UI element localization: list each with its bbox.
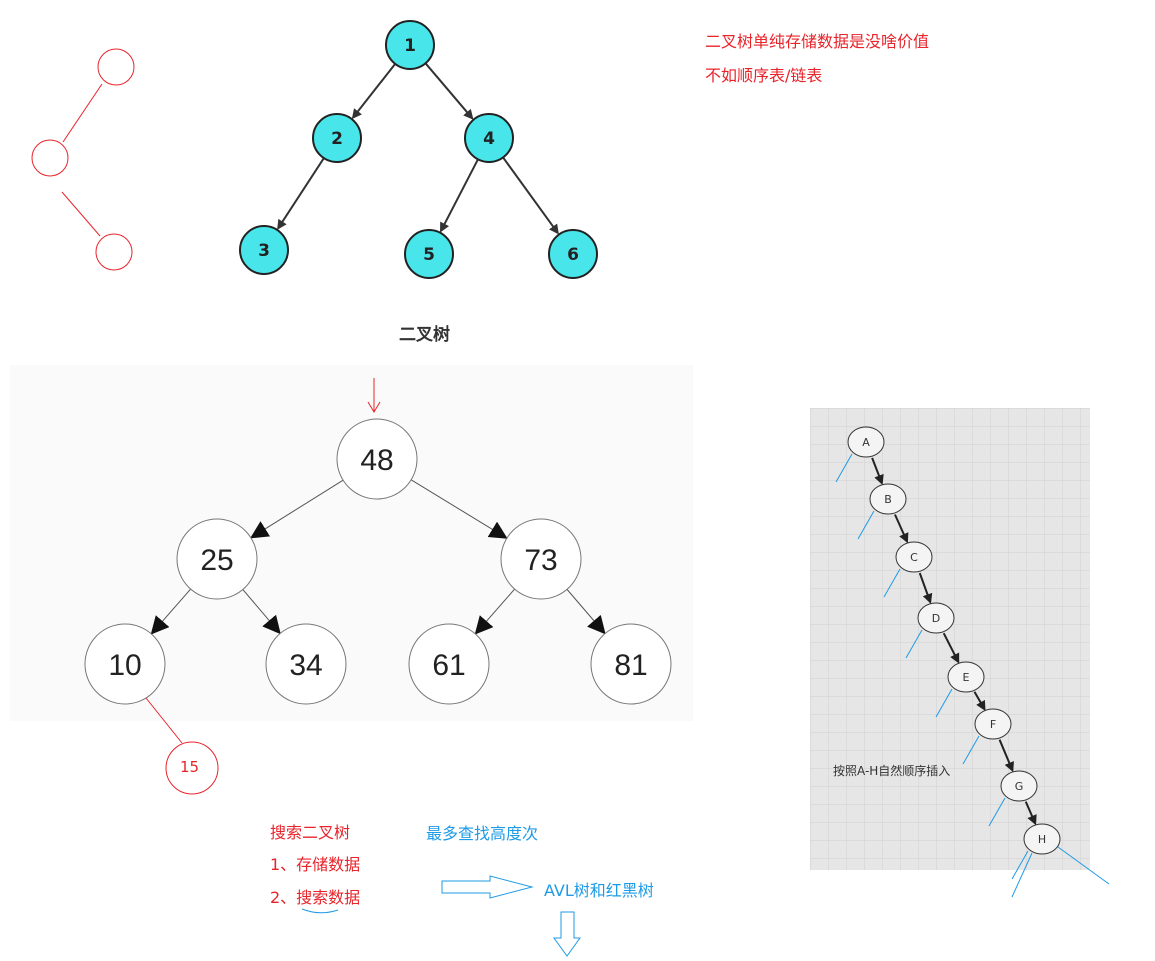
bst-edge (474, 588, 516, 635)
bst-edge (566, 589, 606, 635)
bst-node: 34 (265, 623, 347, 705)
down-arrow-outline (553, 911, 581, 957)
tree-node: 2 (312, 113, 362, 163)
bst-node: 73 (500, 518, 582, 600)
root-pointer-arrowhead (367, 401, 381, 413)
bst-node: 81 (590, 623, 672, 705)
bst-node-label: 34 (289, 649, 322, 682)
null-child-stroke (962, 735, 980, 765)
bst-edge (242, 589, 281, 635)
degenerate-edge (871, 457, 884, 486)
null-child-stroke (857, 510, 875, 540)
tree-node-label: 5 (423, 245, 435, 265)
null-child-stroke (905, 629, 923, 659)
degenerate-node-label: D (932, 612, 940, 625)
null-child-stroke (835, 453, 853, 483)
null-child-stroke (1011, 850, 1029, 880)
bst-edge (250, 479, 344, 539)
null-child-stroke (1011, 852, 1033, 898)
tree-node: 1 (385, 20, 435, 70)
sketch-edge (62, 83, 103, 143)
bst-item-2: 2、搜索数据 (270, 888, 361, 907)
degenerate-node-label: E (963, 671, 970, 684)
degenerate-node: F (974, 708, 1012, 740)
bst-node: 10 (84, 623, 166, 705)
degenerate-edge (894, 514, 909, 544)
tree-edge (424, 62, 474, 120)
binary-tree-caption: 二叉树 (399, 325, 450, 345)
degenerate-node: H (1023, 823, 1061, 855)
degenerate-edge (998, 739, 1014, 773)
sketch-edge (61, 191, 101, 237)
sketch-node-middle (31, 139, 69, 177)
tree-node: 5 (404, 229, 454, 279)
right-arrow-outline (441, 875, 534, 899)
tree-node-label: 4 (483, 129, 495, 149)
bst-node-label: 81 (614, 649, 647, 682)
tree-node-label: 1 (404, 36, 416, 56)
degenerate-node-label: G (1015, 780, 1024, 793)
bst-item-1: 1、存储数据 (270, 855, 361, 874)
null-child-stroke (935, 688, 953, 718)
tree-node: 6 (548, 229, 598, 279)
degenerate-node: G (1000, 770, 1038, 802)
degenerate-node: C (895, 541, 933, 573)
degenerate-node: D (917, 602, 955, 634)
degenerate-tree-caption: 按照A-H自然顺序插入 (833, 764, 951, 778)
tree-edge (277, 157, 325, 230)
degenerate-node: A (847, 426, 885, 458)
null-child-stroke (988, 797, 1006, 827)
null-child-stroke (1057, 846, 1110, 885)
bst-edge (150, 588, 192, 635)
sketch-node-top (97, 48, 135, 86)
degenerate-node: E (947, 661, 985, 693)
degenerate-node-label: F (990, 718, 996, 731)
tree-node: 3 (239, 225, 289, 275)
bst-node: 48 (336, 418, 418, 500)
bst-node: 25 (176, 518, 258, 600)
bst-edge (410, 479, 508, 539)
bst-node: 61 (408, 623, 490, 705)
degenerate-edge (918, 572, 933, 604)
insert-node-circle (165, 741, 219, 795)
degenerate-node-label: H (1038, 833, 1046, 846)
bst-node-label: 25 (200, 544, 233, 577)
tree-node-label: 2 (331, 129, 343, 149)
sketch-node-bottom (95, 233, 133, 271)
note-line-1: 二叉树单纯存储数据是没啥价值 (705, 32, 930, 51)
note-line-2: 不如顺序表/链表 (705, 66, 823, 85)
underline-squiggle (301, 908, 339, 914)
bst-node-label: 10 (108, 649, 141, 682)
degenerate-node: B (869, 483, 907, 515)
insert-edge (145, 697, 183, 744)
tree-edge (502, 156, 559, 235)
degenerate-edge (942, 632, 960, 664)
tree-node-label: 3 (258, 241, 270, 261)
tree-node: 4 (464, 113, 514, 163)
max-lookup-note: 最多查找高度次 (426, 824, 539, 843)
bst-node-label: 73 (524, 544, 557, 577)
tree-edge (351, 63, 396, 120)
insert-node-label: 15 (180, 758, 200, 776)
tree-node-label: 6 (567, 245, 579, 265)
bst-node-label: 48 (360, 444, 393, 477)
next-topic-note: AVL树和红黑树 (544, 881, 654, 900)
bst-node-label: 61 (432, 649, 465, 682)
tree-edge (440, 158, 479, 233)
bst-title: 搜索二叉树 (270, 823, 351, 842)
null-child-stroke (883, 568, 901, 598)
degenerate-edge (973, 691, 986, 711)
grid-panel (810, 408, 1090, 870)
degenerate-edge (1024, 801, 1037, 826)
degenerate-node-label: A (862, 436, 870, 449)
degenerate-node-label: B (884, 493, 892, 506)
degenerate-node-label: C (910, 551, 918, 564)
